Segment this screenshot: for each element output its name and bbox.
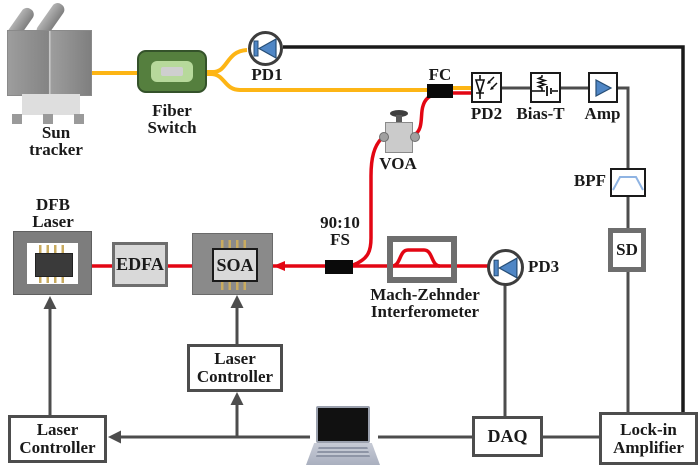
- fiber-splitter-label: 90:10 FS: [320, 213, 360, 250]
- bandpass-filter-icon: [612, 175, 644, 190]
- fc-label: FC: [428, 65, 452, 84]
- dfb-pins: [39, 275, 67, 283]
- sd: SD: [608, 228, 646, 272]
- yellow-fiber: [88, 48, 472, 92]
- fiber-switch: [137, 50, 207, 93]
- pd1: [248, 31, 283, 66]
- soa-pins: [221, 282, 251, 290]
- pd1-label: PD1: [251, 65, 283, 84]
- daq-label: DAQ: [487, 426, 528, 447]
- photodiode-icon: [253, 37, 277, 60]
- laser-controller-soa: Laser Controller: [187, 344, 283, 392]
- voa-knob-cap: [390, 110, 408, 117]
- daq: DAQ: [472, 416, 543, 457]
- voa-port: [379, 132, 389, 142]
- dfb-chip: [35, 253, 73, 277]
- soa-chip: SOA: [212, 248, 258, 282]
- pd2: [471, 72, 502, 103]
- laptop-keyboard: [316, 445, 370, 457]
- laser-controller-label: Laser: [36, 420, 79, 440]
- laser-controller-label: Controller: [196, 367, 274, 386]
- photodiode-symbol-icon: [474, 75, 498, 99]
- sun-tracker-foot: [74, 114, 84, 124]
- bias-t-icon: [532, 75, 558, 96]
- mach-zehnder-interferometer: [387, 236, 457, 283]
- sun-tracker-base: [22, 94, 80, 115]
- voa-body: [385, 122, 413, 153]
- fiber-switch-slot: [161, 67, 183, 76]
- pd3-label: PD3: [528, 257, 560, 276]
- edfa: EDFA: [112, 242, 168, 287]
- pd1-to-lockin-line: [283, 45, 685, 412]
- arrowheads: [43, 295, 244, 444]
- voa-label: VOA: [379, 154, 417, 173]
- fc-coupler: [427, 84, 453, 98]
- fiber-switch-label: Fiber Switch: [147, 101, 197, 138]
- sun-tracker-foot: [43, 114, 53, 124]
- mzi-label: Mach-Zehnder Interferometer: [370, 285, 480, 322]
- soa-pins: [221, 240, 251, 248]
- sun-tracker-foot: [12, 114, 22, 124]
- soa-label: SOA: [216, 254, 254, 275]
- fiber-splitter: [325, 260, 353, 274]
- lockin-label: Amplifier: [613, 437, 684, 457]
- sun-tracker-body: [7, 30, 92, 96]
- amplifier-triangle-icon: [595, 78, 613, 97]
- lockin-label: Lock-in: [620, 419, 677, 439]
- photodiode-icon: [493, 256, 518, 279]
- laptop-screen: [316, 406, 370, 443]
- dfb-laser: [13, 231, 92, 295]
- pd2-label: PD2: [470, 104, 503, 123]
- laser-controller-label: Laser: [214, 349, 256, 369]
- dfb-pins: [39, 245, 67, 253]
- voa-knob-stem: [396, 115, 402, 123]
- bias-t: [530, 72, 561, 103]
- laser-controller-dfb: Laser Controller: [8, 415, 107, 463]
- bpf-label: BPF: [573, 171, 606, 190]
- dfb-laser-label: DFB Laser: [32, 195, 74, 232]
- bpf: [610, 168, 646, 197]
- soa: SOA: [192, 233, 273, 295]
- amp-label: Amp: [584, 104, 621, 123]
- amp: [588, 72, 618, 103]
- electrical-lines: [48, 86, 630, 439]
- pd3: [487, 249, 524, 286]
- bias-t-label: Bias-T: [516, 104, 565, 123]
- laser-controller-label: Controller: [19, 438, 96, 457]
- sun-tracker-label: Sun tracker: [29, 123, 83, 160]
- sd-label: SD: [616, 240, 638, 260]
- lockin-amplifier: Lock-in Amplifier: [599, 412, 698, 465]
- edfa-label: EDFA: [116, 254, 164, 274]
- voa-port: [410, 132, 420, 142]
